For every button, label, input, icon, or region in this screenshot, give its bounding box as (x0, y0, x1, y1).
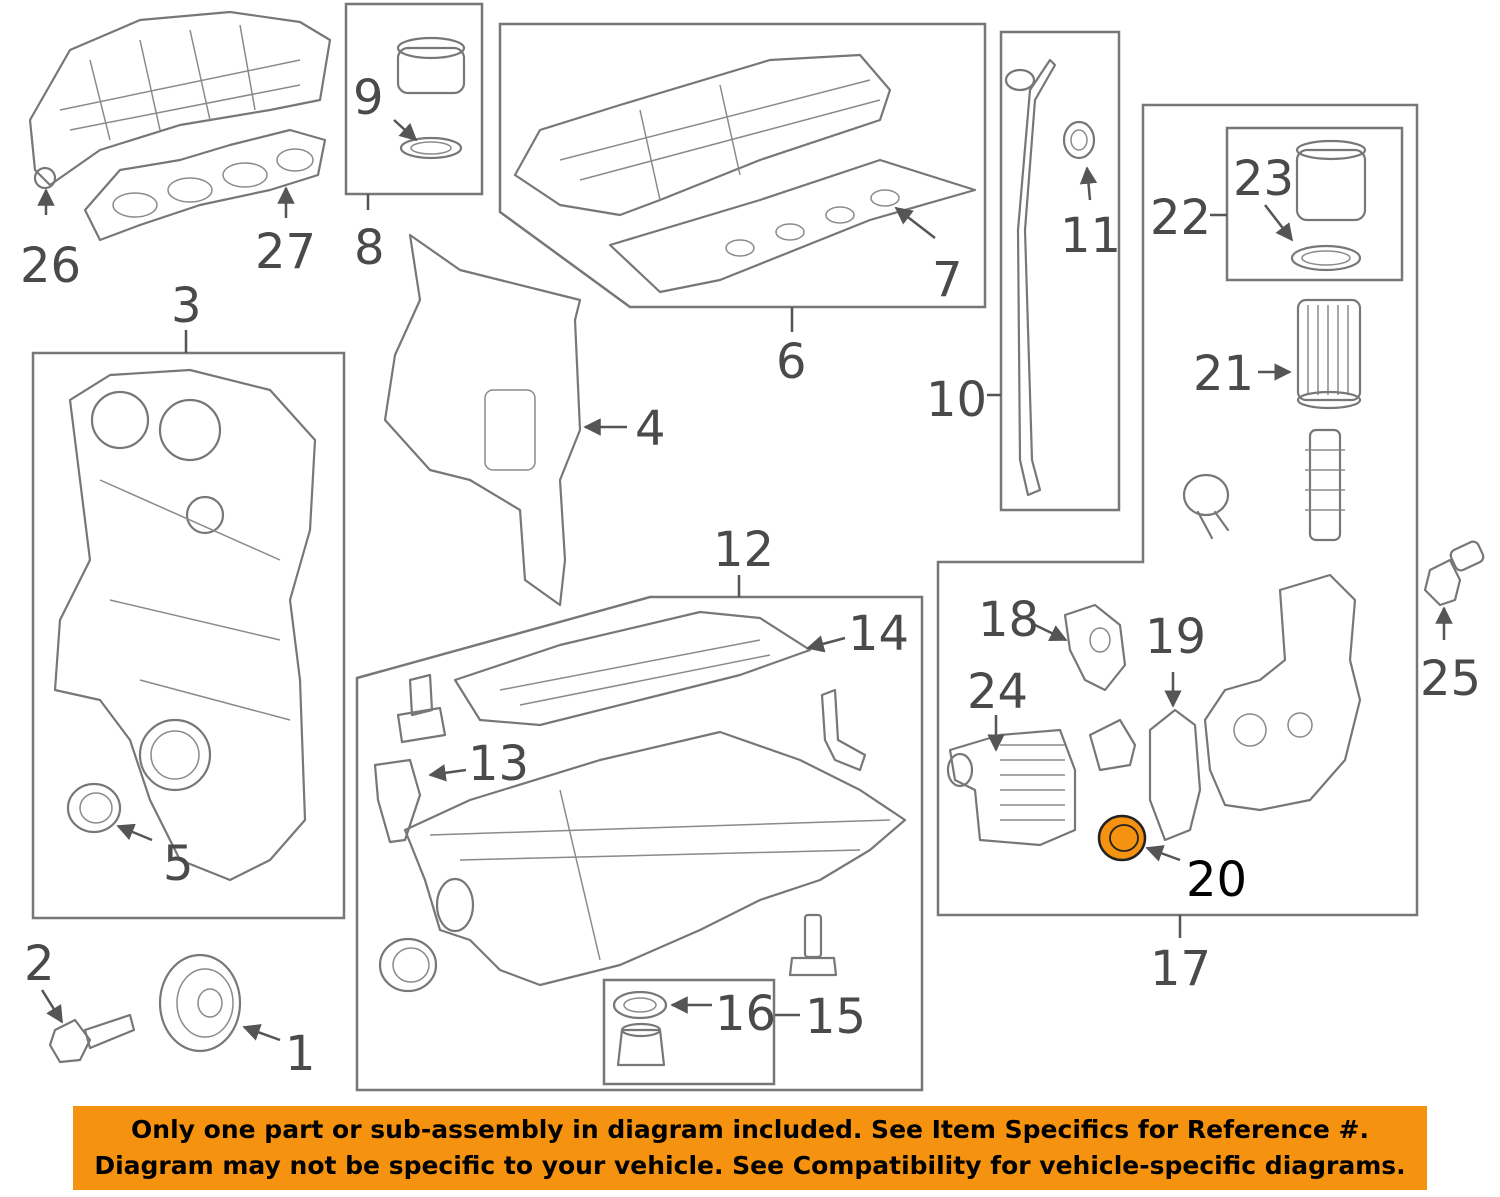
callout-12: 12 (713, 522, 774, 578)
callout-1: 1 (285, 1026, 316, 1082)
drain-valve-icon (1182, 473, 1230, 540)
timing-cover-icon (53, 368, 317, 882)
callout-19: 19 (1145, 609, 1206, 665)
timing-cover-gasket-icon (383, 233, 582, 607)
callout-26: 26 (20, 238, 81, 294)
callout-11: 11 (1060, 208, 1121, 264)
callout-21: 21 (1193, 346, 1254, 402)
oil-dipstick-icon (1004, 58, 1096, 497)
callout-16: 16 (715, 986, 776, 1042)
windage-tray-icon (453, 610, 812, 727)
oil-pickup-tube-icon (820, 688, 867, 772)
callout-15: 15 (805, 989, 866, 1045)
oil-filler-cap-icon (396, 36, 466, 160)
callout-10: 10 (926, 372, 987, 428)
group-frames (31, 2, 1419, 1092)
callout-9: 9 (353, 70, 384, 126)
callout-6: 6 (776, 334, 807, 390)
oil-cooler-o-ring-highlighted-icon (1097, 814, 1147, 862)
oil-filter-cap-icon (1290, 139, 1367, 272)
leader-lines (37, 119, 1453, 1042)
filter-housing-gasket-icon (1148, 708, 1202, 842)
intake-manifold-icon (28, 10, 332, 190)
oil-filter-housing-icon (1203, 573, 1362, 812)
frame-timing-cover-group (31, 351, 346, 920)
callout-24: 24 (967, 664, 1028, 720)
callout-25: 25 (1420, 651, 1481, 707)
oil-pump-bolt-icon (396, 673, 447, 744)
drain-plug-washer-icon (612, 990, 668, 1020)
valve-cover-icon (513, 53, 892, 217)
crankshaft-pulley-icon (158, 953, 242, 1053)
callout-14: 14 (848, 606, 909, 662)
callout-8: 8 (354, 220, 385, 276)
frame-dipstick-group (999, 30, 1121, 512)
callout-4: 4 (635, 401, 666, 457)
callout-5: 5 (163, 836, 194, 892)
oil-filter-element-icon (1296, 298, 1362, 410)
frame-oil-cap-group (344, 2, 484, 196)
drain-plug-icon (616, 1022, 666, 1067)
disclaimer-banner: Only one part or sub-assembly in diagram… (73, 1106, 1427, 1190)
callout-numbers: 26 27 9 8 11 7 6 3 4 10 22 23 21 12 14 1… (20, 70, 1481, 1082)
valve-cover-gasket-icon (608, 158, 977, 294)
frame-drain-plug-group (602, 978, 776, 1086)
callout-17: 17 (1150, 941, 1211, 997)
crankshaft-bolt-icon (48, 1013, 136, 1064)
disclaimer-line-1: Only one part or sub-assembly in diagram… (131, 1115, 1369, 1144)
oil-pan-icon (403, 730, 907, 987)
oil-cooler-icon (946, 728, 1077, 847)
manifold-gasket-icon (83, 128, 327, 242)
callout-23: 23 (1233, 151, 1294, 207)
callout-3: 3 (171, 278, 202, 334)
callout-22: 22 (1150, 190, 1211, 246)
rear-main-seal-icon (378, 937, 438, 993)
oil-pan-bolt-icon (788, 913, 838, 977)
callout-27: 27 (255, 224, 316, 280)
oil-pan-baffle-icon (373, 758, 422, 844)
adapter-gasket-icon (1063, 603, 1127, 692)
frame-filter-cap-group (1225, 126, 1404, 282)
callout-13: 13 (468, 736, 529, 792)
callout-7: 7 (932, 252, 963, 308)
oil-pressure-sensor-icon (1423, 540, 1485, 607)
callout-20: 20 (1186, 852, 1247, 908)
connector-tube-icon (1088, 718, 1137, 772)
frame-valve-cover-group (498, 22, 987, 309)
frame-oil-pan-group (355, 595, 924, 1092)
callout-18: 18 (978, 592, 1039, 648)
callout-2: 2 (24, 936, 55, 992)
frame-oil-filter-group (936, 103, 1419, 917)
front-crank-seal-icon (66, 782, 122, 834)
disclaimer-line-2: Diagram may not be specific to your vehi… (94, 1151, 1406, 1180)
filter-standpipe-icon (1305, 428, 1345, 542)
